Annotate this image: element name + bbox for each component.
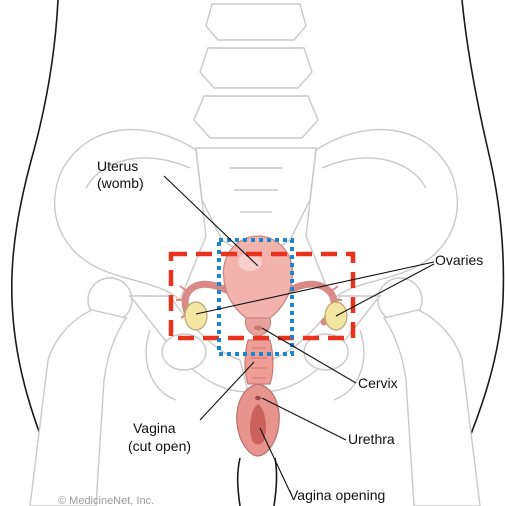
- label-uterus: Uterus: [97, 158, 138, 174]
- label-ovaries: Ovaries: [435, 252, 483, 268]
- inner-thigh-right: [274, 458, 277, 506]
- label-urethra: Urethra: [348, 431, 395, 447]
- femur-right: [384, 310, 480, 506]
- label-vagina: Vagina: [133, 420, 176, 436]
- ovary-left: [185, 302, 207, 330]
- inner-thigh-left: [238, 458, 240, 506]
- urethra-opening: [255, 396, 261, 400]
- vertebra-1: [206, 4, 306, 40]
- iliac-wing-right: [306, 130, 457, 300]
- label-vagina-sub: (cut open): [128, 438, 191, 454]
- credit-text: © MedicineNet, Inc.: [58, 495, 154, 506]
- vertebra-2: [200, 48, 312, 88]
- label-vagina-opening: Vagina opening: [289, 487, 385, 503]
- cervical-os: [254, 326, 262, 331]
- iliac-wing-left: [55, 130, 206, 300]
- vagina-canal: [245, 340, 273, 384]
- label-uterus-sub: (womb): [97, 175, 144, 191]
- lumbar-spine: [194, 4, 318, 262]
- vertebra-3: [194, 96, 318, 138]
- label-cervix: Cervix: [358, 375, 398, 391]
- femur-left: [30, 310, 126, 506]
